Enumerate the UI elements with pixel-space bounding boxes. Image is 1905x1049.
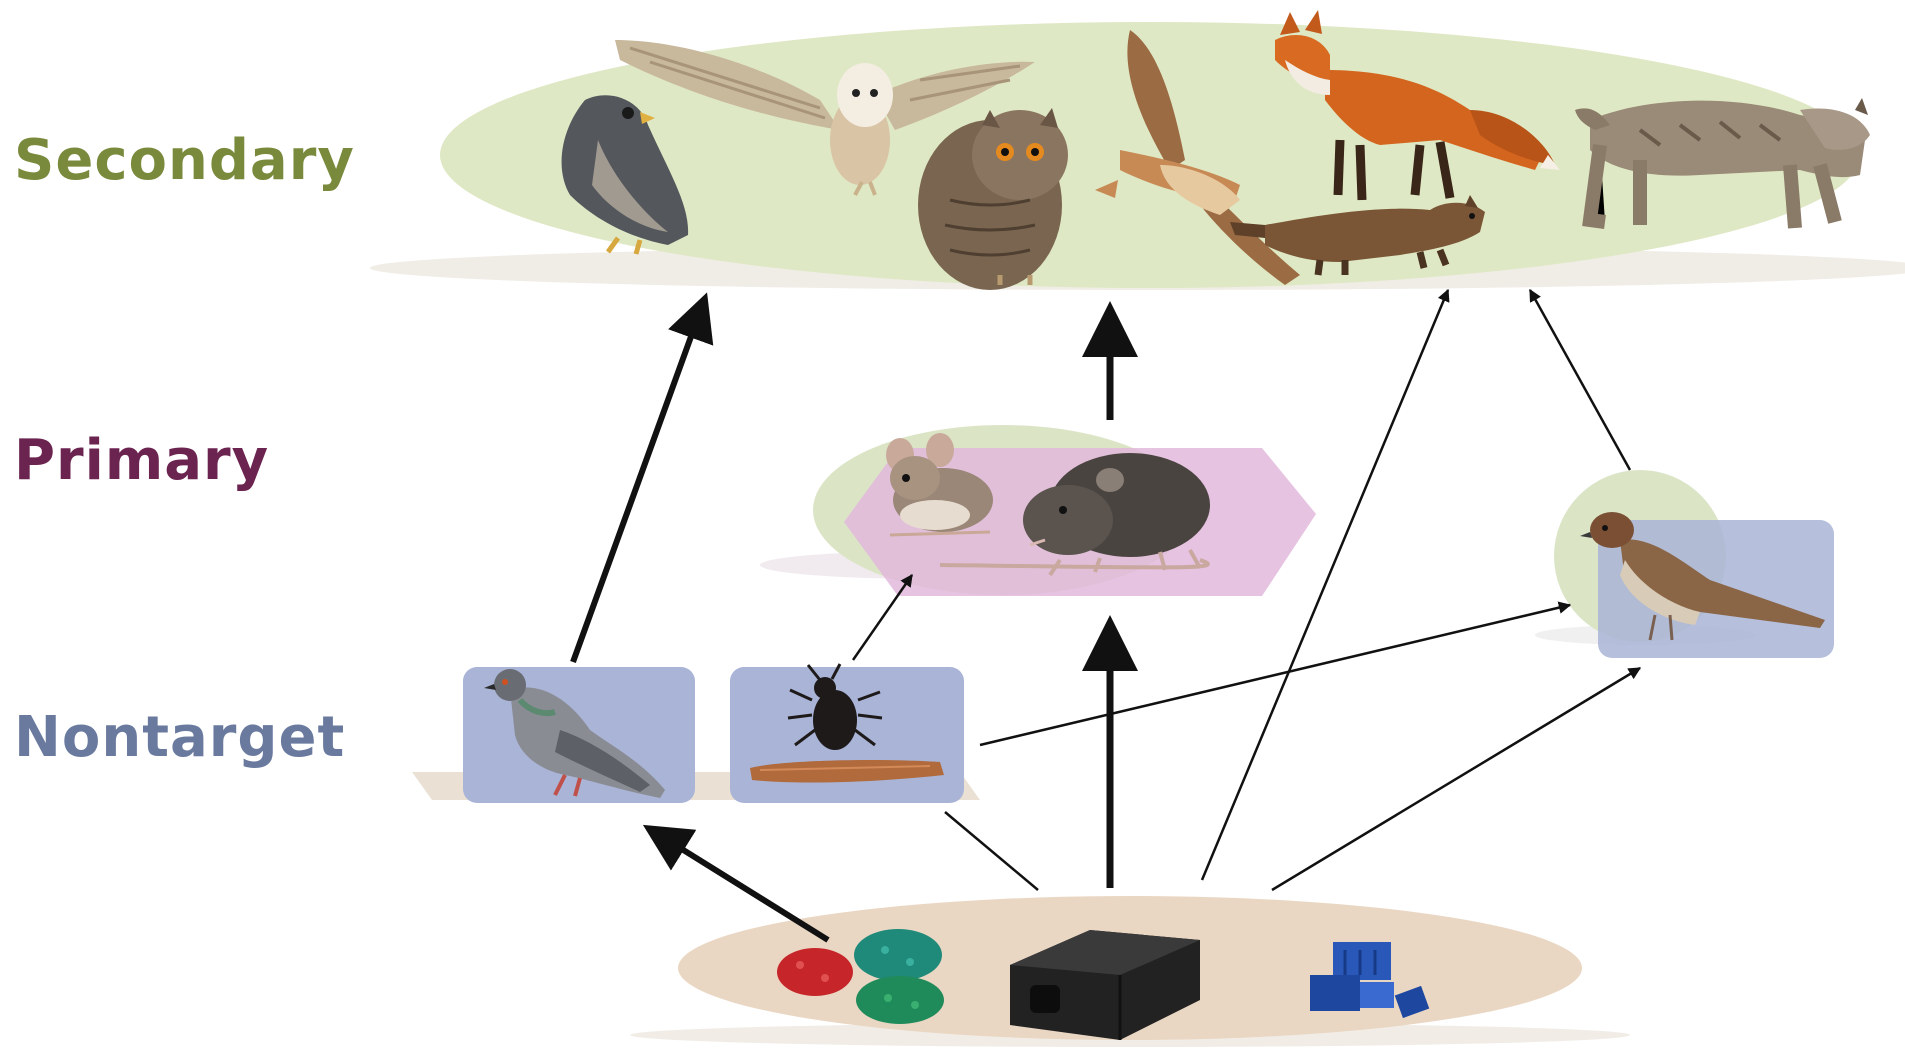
- arrow-bait-to-sparrow: [1272, 668, 1640, 890]
- arrow-sparrow-to-secondary: [1530, 290, 1630, 470]
- secondary-group: [370, 10, 1905, 290]
- arrow-bait-to-pigeon: [648, 828, 828, 940]
- nontarget-group: [412, 664, 980, 803]
- arrow-insects-to-rodents: [853, 575, 912, 660]
- arrows: [573, 290, 1640, 940]
- arrow-bait-to-insects: [945, 812, 1038, 890]
- arrow-insects-to-sparrow: [980, 605, 1570, 745]
- arrow-pigeon-to-secondary: [573, 298, 705, 662]
- primary-group: [760, 425, 1316, 596]
- sparrow-group: [1535, 470, 1834, 658]
- bait-group: [630, 896, 1630, 1047]
